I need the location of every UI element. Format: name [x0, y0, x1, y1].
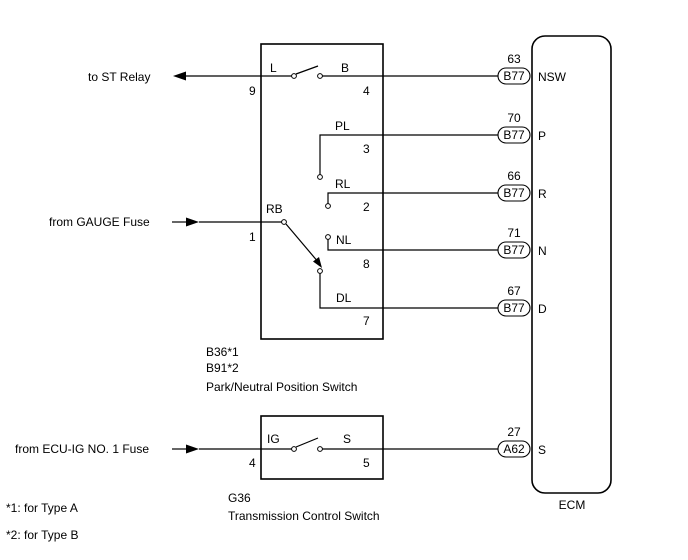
connector-badge [497, 299, 531, 317]
connector-code: B77 [503, 186, 525, 200]
tcs-name: Transmission Control Switch [228, 509, 380, 523]
ecu-ig-wire [172, 437, 498, 454]
ecm-pin-number: 71 [507, 226, 521, 240]
ecm-pin-number: 67 [507, 284, 521, 298]
pin-dl: 7 [363, 314, 370, 328]
ecm-terminal: NSW [538, 70, 567, 84]
ecm-box [531, 35, 612, 494]
connector-badge [497, 67, 531, 85]
connector-code: B77 [503, 243, 525, 257]
ecm-pin-number: 63 [507, 52, 521, 66]
footnote-type-a: *1: for Type A [6, 501, 78, 515]
connector-code: B77 [503, 301, 525, 315]
ecm-row-n: B77 71 N [497, 226, 547, 259]
pin-rl: 2 [363, 200, 370, 214]
dl-wire [317, 268, 498, 309]
st-relay-wire [173, 71, 294, 81]
pl-wire [317, 134, 498, 180]
pin-l: 9 [249, 84, 256, 98]
gauge-fuse-wire [172, 217, 322, 268]
connector-badge [497, 126, 531, 144]
ecm-row-s: A62 27 S [497, 425, 546, 458]
pin-pl: 3 [363, 142, 370, 156]
ecm-pin-number: 70 [507, 111, 521, 125]
terminal-rl: RL [335, 177, 351, 191]
connector-badge [497, 440, 531, 458]
ecm-row-d: B77 67 D [497, 284, 547, 317]
ecm-terminal: S [538, 443, 546, 457]
terminal-ig: IG [267, 432, 280, 446]
connector-code: A62 [503, 442, 525, 456]
pin-nl: 8 [363, 257, 370, 271]
tcs-code: G36 [228, 491, 251, 505]
connector-badge [497, 184, 531, 202]
lb-switch [291, 65, 498, 79]
ecm-row-r: B77 66 R [497, 169, 547, 202]
gauge-fuse-label: from GAUGE Fuse [49, 215, 150, 229]
ecm-terminal: R [538, 187, 547, 201]
ecm-pin-number: 27 [507, 425, 521, 439]
pnp-code-b: B91*2 [206, 361, 239, 375]
terminal-s: S [343, 432, 351, 446]
pin-ig: 4 [249, 456, 256, 470]
arrow-right-icon [186, 444, 199, 454]
rb-switch-arrowhead [313, 257, 322, 268]
nl-wire [325, 234, 498, 251]
rl-wire [325, 192, 498, 209]
arrow-left-icon [173, 71, 186, 81]
terminal-dl: DL [336, 291, 352, 305]
park-neutral-switch-box [260, 43, 384, 340]
footnote-type-b: *2: for Type B [6, 528, 79, 542]
pin-rb: 1 [249, 230, 256, 244]
terminal-l: L [270, 61, 277, 75]
pnp-code-a: B36*1 [206, 345, 239, 359]
ecm-terminal: D [538, 302, 547, 316]
terminal-b: B [341, 61, 349, 75]
ecm-terminal: P [538, 129, 546, 143]
pin-b: 4 [363, 84, 370, 98]
connector-code: B77 [503, 69, 525, 83]
pnp-switch-name: Park/Neutral Position Switch [206, 380, 357, 394]
ecm-label: ECM [559, 498, 586, 512]
connector-code: B77 [503, 128, 525, 142]
ecm-row-p: B77 70 P [497, 111, 546, 144]
arrow-right-icon [186, 217, 199, 227]
terminal-rb: RB [266, 202, 283, 216]
ecu-ig-fuse-label: from ECU-IG NO. 1 Fuse [15, 442, 149, 456]
st-relay-label: to ST Relay [88, 70, 150, 84]
ecm-pin-number: 66 [507, 169, 521, 183]
connector-badge [497, 241, 531, 259]
ecm-terminal: N [538, 244, 547, 258]
pin-s: 5 [363, 456, 370, 470]
terminal-nl: NL [336, 233, 352, 247]
transmission-control-switch-box [260, 415, 384, 480]
terminal-pl: PL [335, 119, 350, 133]
ecm-row-nsw: B77 63 NSW [497, 52, 567, 85]
